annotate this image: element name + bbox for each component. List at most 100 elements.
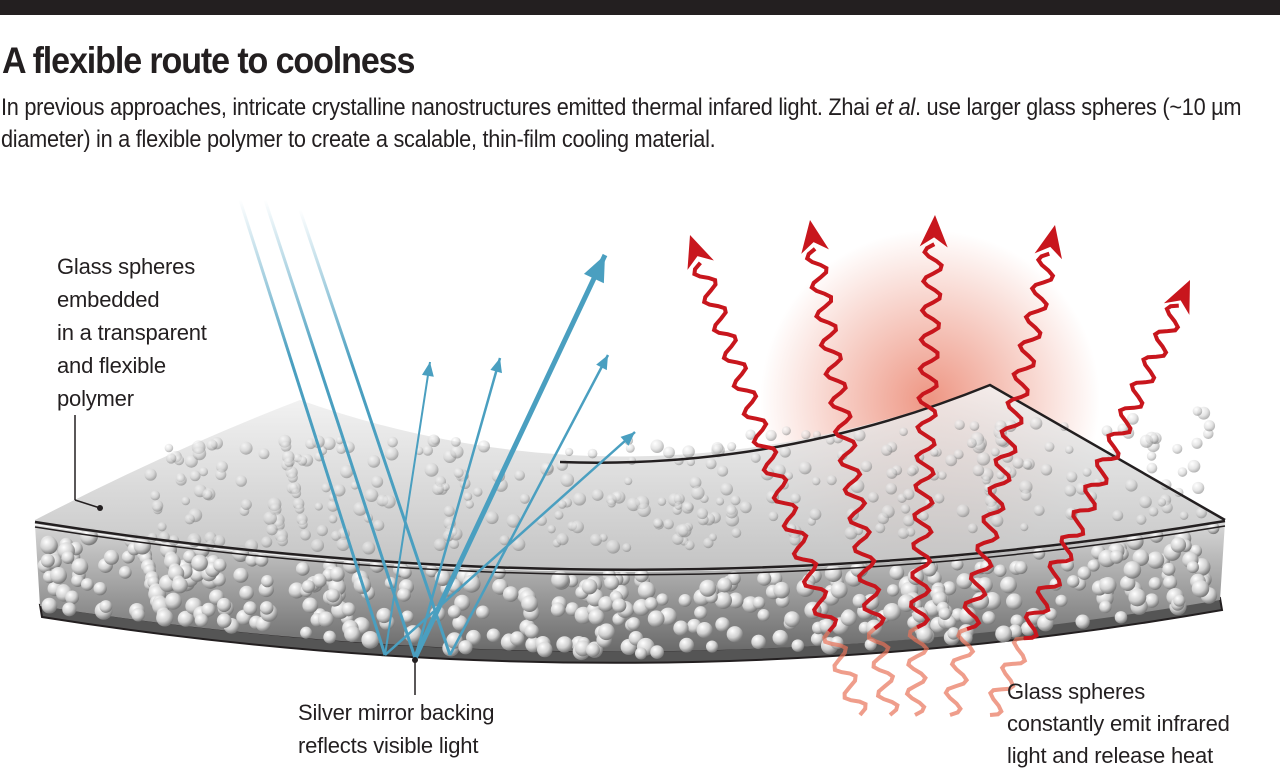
glass-sphere bbox=[201, 602, 216, 617]
glass-sphere bbox=[287, 472, 298, 483]
glass-sphere bbox=[966, 438, 977, 449]
glass-sphere bbox=[80, 578, 94, 591]
glass-sphere bbox=[854, 526, 864, 536]
glass-sphere bbox=[344, 625, 361, 643]
glass-sphere bbox=[235, 475, 247, 487]
glass-sphere bbox=[627, 456, 637, 465]
glass-sphere bbox=[301, 579, 315, 594]
glass-sphere bbox=[164, 592, 182, 610]
glass-sphere bbox=[447, 605, 462, 619]
glass-sphere bbox=[887, 584, 900, 597]
glass-sphere bbox=[556, 533, 569, 546]
glass-sphere bbox=[521, 595, 538, 613]
glass-sphere bbox=[810, 632, 825, 646]
glass-sphere bbox=[875, 523, 886, 534]
glass-sphere bbox=[862, 593, 880, 611]
glass-sphere bbox=[1144, 593, 1160, 608]
glass-sphere bbox=[151, 500, 164, 512]
glass-sphere bbox=[711, 443, 725, 458]
glass-sphere bbox=[62, 602, 77, 617]
glass-sphere bbox=[994, 564, 1007, 578]
infrared-wave bbox=[804, 247, 886, 631]
glass-sphere bbox=[1012, 457, 1024, 469]
glass-sphere bbox=[288, 582, 305, 599]
glass-sphere bbox=[1157, 498, 1167, 507]
glass-sphere bbox=[705, 458, 717, 470]
glass-sphere bbox=[938, 607, 952, 621]
glass-sphere bbox=[1020, 489, 1032, 501]
arrowhead-icon bbox=[1034, 225, 1062, 260]
glass-sphere bbox=[767, 571, 783, 586]
glass-sphere bbox=[189, 470, 201, 482]
glass-sphere bbox=[606, 539, 621, 554]
glass-sphere bbox=[779, 446, 791, 458]
glass-sphere bbox=[956, 504, 970, 518]
glass-sphere bbox=[314, 502, 323, 511]
glass-sphere bbox=[699, 579, 717, 597]
glass-sphere bbox=[1064, 484, 1077, 497]
incident-light-ray bbox=[263, 199, 417, 659]
glass-sphere bbox=[867, 491, 879, 503]
glass-sphere bbox=[216, 597, 232, 613]
glass-sphere bbox=[192, 446, 207, 461]
glass-sphere bbox=[1149, 434, 1159, 444]
glass-sphere bbox=[384, 446, 399, 461]
glass-sphere bbox=[919, 511, 929, 521]
glass-sphere bbox=[954, 419, 965, 431]
glass-sphere bbox=[99, 600, 113, 613]
glass-sphere bbox=[951, 558, 964, 571]
glass-sphere bbox=[341, 602, 356, 617]
glass-sphere bbox=[705, 640, 719, 653]
label-silver-mirror: Silver mirror backing reflects visible l… bbox=[298, 700, 495, 758]
glass-sphere bbox=[233, 567, 249, 583]
glass-sphere bbox=[840, 609, 857, 627]
glass-sphere bbox=[449, 527, 463, 541]
glass-sphere bbox=[156, 609, 174, 627]
glass-sphere bbox=[886, 467, 898, 479]
glass-sphere bbox=[466, 629, 482, 645]
glass-sphere bbox=[679, 637, 695, 653]
glass-sphere bbox=[453, 467, 464, 478]
glass-sphere bbox=[556, 636, 573, 653]
glass-sphere bbox=[449, 539, 460, 550]
glass-sphere bbox=[71, 558, 89, 576]
glass-sphere bbox=[1148, 577, 1162, 590]
glass-sphere bbox=[550, 602, 566, 617]
glass-sphere bbox=[900, 504, 911, 514]
glass-sphere bbox=[585, 643, 600, 658]
glass-sphere bbox=[514, 470, 525, 481]
glass-sphere bbox=[362, 541, 376, 555]
glass-sphere bbox=[897, 527, 910, 539]
glass-sphere bbox=[694, 606, 708, 620]
glass-sphere bbox=[599, 533, 608, 542]
glass-sphere bbox=[1170, 537, 1187, 553]
glass-sphere bbox=[903, 515, 915, 527]
glass-sphere bbox=[1162, 562, 1176, 576]
glass-sphere bbox=[1146, 462, 1158, 474]
infrared-wave bbox=[962, 251, 1056, 631]
glass-sphere bbox=[612, 598, 627, 613]
glass-sphere bbox=[41, 597, 58, 614]
glass-sphere bbox=[502, 586, 519, 602]
arrowhead-icon bbox=[490, 358, 502, 374]
glass-sphere bbox=[657, 497, 667, 506]
arrowhead-icon bbox=[620, 432, 635, 446]
subtitle-italic: et al bbox=[875, 94, 915, 121]
top-rule bbox=[0, 0, 1280, 15]
glass-sphere bbox=[830, 581, 848, 599]
glass-sphere bbox=[1040, 463, 1053, 476]
glass-sphere bbox=[934, 493, 945, 504]
glass-sphere bbox=[604, 575, 620, 591]
subtitle-text: In previous approaches, intricate crysta… bbox=[1, 94, 876, 121]
glass-sphere bbox=[1148, 506, 1159, 517]
glass-sphere bbox=[1123, 561, 1142, 579]
glass-sphere bbox=[565, 447, 574, 457]
glass-sphere bbox=[181, 496, 191, 506]
glass-sphere bbox=[690, 486, 705, 500]
glass-sphere bbox=[299, 529, 311, 541]
glass-sphere bbox=[382, 495, 396, 509]
glass-sphere bbox=[373, 519, 385, 531]
glass-sphere bbox=[1195, 507, 1207, 519]
reflected-light-ray bbox=[413, 357, 502, 659]
